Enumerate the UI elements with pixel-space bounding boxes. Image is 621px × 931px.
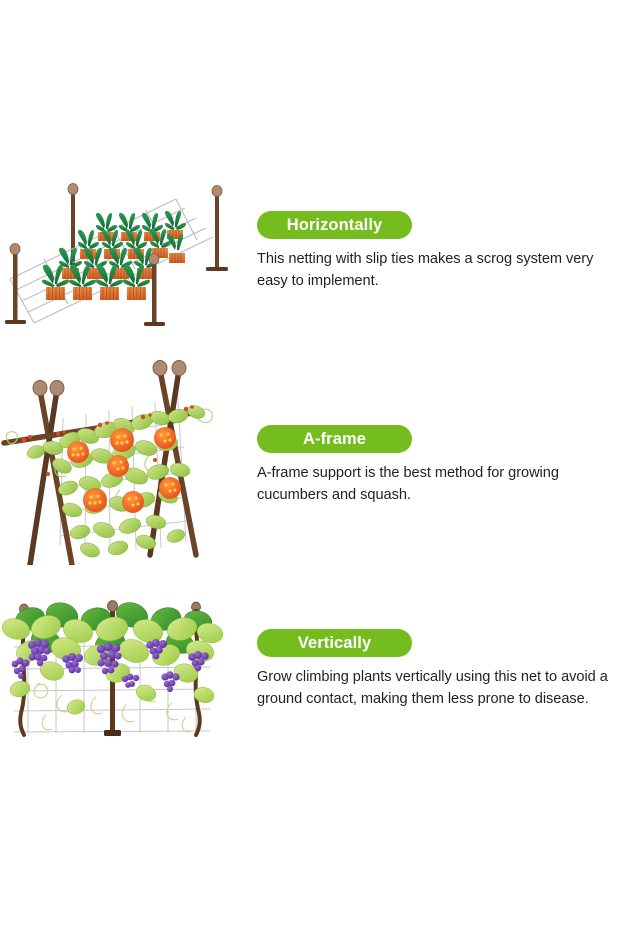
label-pill-a-frame: A-frame bbox=[257, 425, 412, 453]
post-front-left bbox=[5, 243, 26, 324]
grape-cluster bbox=[146, 639, 167, 660]
vine-tendrils bbox=[33, 682, 193, 733]
body-text-vertically: Grow climbing plants vertically using th… bbox=[257, 669, 608, 707]
grape-clusters bbox=[11, 639, 209, 692]
pole-cap-icon bbox=[152, 360, 168, 376]
vertical-grape-trellis-illustration bbox=[0, 585, 250, 755]
horizontal-scrog-net-illustration bbox=[0, 168, 250, 343]
grape-cluster bbox=[62, 653, 83, 674]
a-frame-flowers bbox=[67, 427, 181, 513]
post-front-right bbox=[144, 253, 165, 326]
post-back-left bbox=[67, 183, 79, 275]
post-back-right bbox=[206, 185, 228, 271]
text-block-vertically: Vertically Grow climbing plants vertical… bbox=[250, 585, 621, 710]
label-pill-vertically: Vertically bbox=[257, 629, 412, 657]
vertical-trellis-svg bbox=[2, 600, 224, 737]
plant-rows bbox=[42, 210, 186, 300]
grape-cluster bbox=[188, 651, 209, 672]
section-vertically: Vertically Grow climbing plants vertical… bbox=[0, 585, 621, 755]
text-block-horizontally: Horizontally This netting with slip ties… bbox=[250, 168, 621, 292]
label-pill-horizontally: Horizontally bbox=[257, 211, 412, 239]
pole-cap-icon bbox=[32, 380, 48, 396]
section-a-frame: A-frame A-frame support is the best meth… bbox=[0, 360, 621, 565]
grape-cluster bbox=[121, 673, 140, 688]
a-frame-svg bbox=[1, 360, 213, 565]
grape-cluster bbox=[11, 657, 30, 679]
grape-cluster bbox=[96, 642, 122, 675]
body-text-horizontally: This netting with slip ties makes a scro… bbox=[257, 251, 594, 289]
grape-cluster bbox=[28, 639, 51, 667]
section-horizontally: Horizontally This netting with slip ties… bbox=[0, 168, 621, 343]
a-frame-trellis-illustration bbox=[0, 360, 250, 565]
a-frame-pole-left bbox=[27, 380, 75, 565]
body-text-a-frame: A-frame support is the best method for g… bbox=[257, 465, 559, 503]
text-block-a-frame: A-frame A-frame support is the best meth… bbox=[250, 360, 621, 506]
pole-cap-icon bbox=[49, 380, 65, 396]
a-frame-foliage bbox=[21, 405, 205, 558]
horizontal-scrog-svg bbox=[5, 183, 228, 326]
grape-cluster bbox=[161, 671, 180, 692]
pole-cap-icon bbox=[171, 360, 187, 376]
grape-foliage bbox=[2, 602, 224, 715]
a-frame-berries bbox=[21, 405, 194, 476]
